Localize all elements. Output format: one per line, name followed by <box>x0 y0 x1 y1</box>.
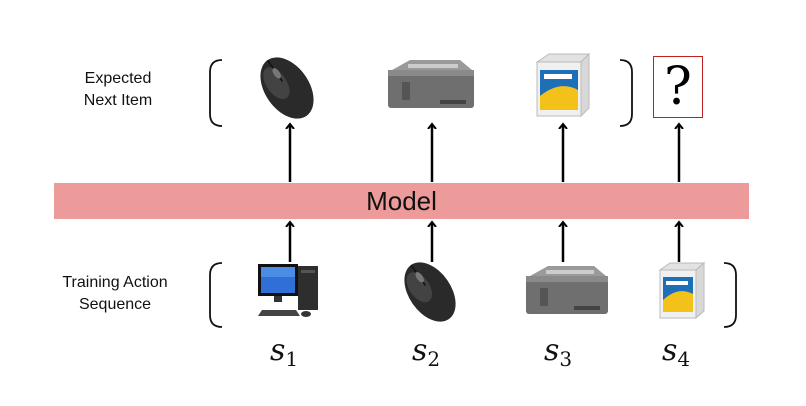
sequence-var: s <box>270 333 286 368</box>
paper-box-icon <box>658 261 706 320</box>
label-line: Training Action <box>62 274 168 291</box>
model-label: Model <box>366 185 437 216</box>
sequence-sub: 2 <box>427 347 441 371</box>
computer-icon <box>258 264 318 317</box>
printer-icon <box>388 60 474 108</box>
expected-next-item-label: Expected Next Item <box>48 68 188 112</box>
sequence-label-2: s2 <box>412 333 440 371</box>
sequence-sub: 1 <box>285 347 299 371</box>
label-line: Expected <box>84 70 152 87</box>
left-bracket-bottom <box>209 262 223 328</box>
training-action-sequence-label: Training Action Sequence <box>30 272 200 316</box>
sequence-label-4: s4 <box>662 333 690 371</box>
sequence-var: s <box>662 333 678 368</box>
question-mark: ? <box>664 57 692 117</box>
label-line: Next Item <box>83 92 153 109</box>
label-line: Sequence <box>78 296 152 313</box>
model-bar: Model <box>54 183 749 219</box>
paper-box-icon <box>535 52 591 118</box>
sequence-label-1: s1 <box>270 333 298 371</box>
sequence-var: s <box>412 333 428 368</box>
sequence-var: s <box>544 333 560 368</box>
unknown-next-item: ? <box>653 56 703 118</box>
left-bracket-top <box>209 59 223 127</box>
mouse-icon <box>404 262 456 322</box>
sequence-label-3: s3 <box>544 333 572 371</box>
printer-icon <box>526 266 608 314</box>
mouse-icon <box>260 57 314 119</box>
sequence-sub: 3 <box>559 347 573 371</box>
right-bracket-top <box>619 59 633 127</box>
right-bracket-bottom <box>723 262 737 328</box>
sequence-sub: 4 <box>677 347 691 371</box>
